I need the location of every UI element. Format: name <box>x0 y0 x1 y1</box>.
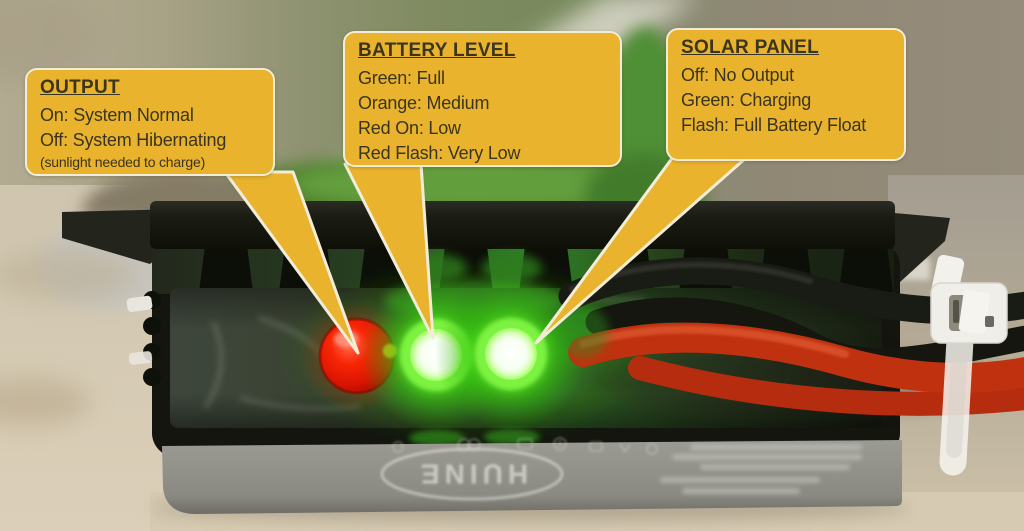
wall-tab <box>128 351 153 365</box>
callout-output: OUTPUT On: System Normal Off: System Hib… <box>25 68 275 176</box>
left-mount-flange <box>62 209 178 264</box>
brand-oval <box>380 447 564 501</box>
pointer-solar <box>534 155 749 345</box>
callout-battery-line: Red On: Low <box>358 118 461 138</box>
brand-logo-text: HUINE <box>416 459 528 490</box>
heatsink-top-bar <box>150 201 895 249</box>
callout-battery-title: BATTERY LEVEL <box>358 40 516 61</box>
callout-output-line: Off: System Hibernating <box>40 130 227 150</box>
solar-led <box>485 328 537 380</box>
callout-battery-level: BATTERY LEVEL Green: Full Orange: Medium… <box>343 31 622 167</box>
callout-output-title: OUTPUT <box>40 77 120 98</box>
fine-print-blurred <box>660 444 862 494</box>
callout-solar-line: Off: No Output <box>681 65 794 85</box>
callout-solar-title: SOLAR PANEL <box>681 37 820 58</box>
charge-controller-device: HUINE <box>62 201 950 514</box>
callout-battery-line: Orange: Medium <box>358 93 490 113</box>
label-strip: HUINE <box>162 437 902 514</box>
callout-solar-line: Flash: Full Battery Float <box>681 115 867 135</box>
pointer-output <box>223 170 360 355</box>
callout-solar-line: Green: Charging <box>681 90 812 110</box>
zip-tie <box>930 254 1008 476</box>
callout-output-note: (sunlight needed to charge) <box>40 154 206 170</box>
callout-battery-line: Red Flash: Very Low <box>358 143 521 163</box>
callout-battery-line: Green: Full <box>358 68 445 88</box>
red-wire-lower <box>628 356 1024 416</box>
callout-output-line: On: System Normal <box>40 105 194 125</box>
certification-marks <box>392 437 658 455</box>
led-indicators <box>301 278 587 431</box>
wall-tab <box>126 295 153 313</box>
callout-solar-panel: SOLAR PANEL Off: No Output Green: Chargi… <box>666 28 906 161</box>
pointer-battery <box>343 162 435 340</box>
